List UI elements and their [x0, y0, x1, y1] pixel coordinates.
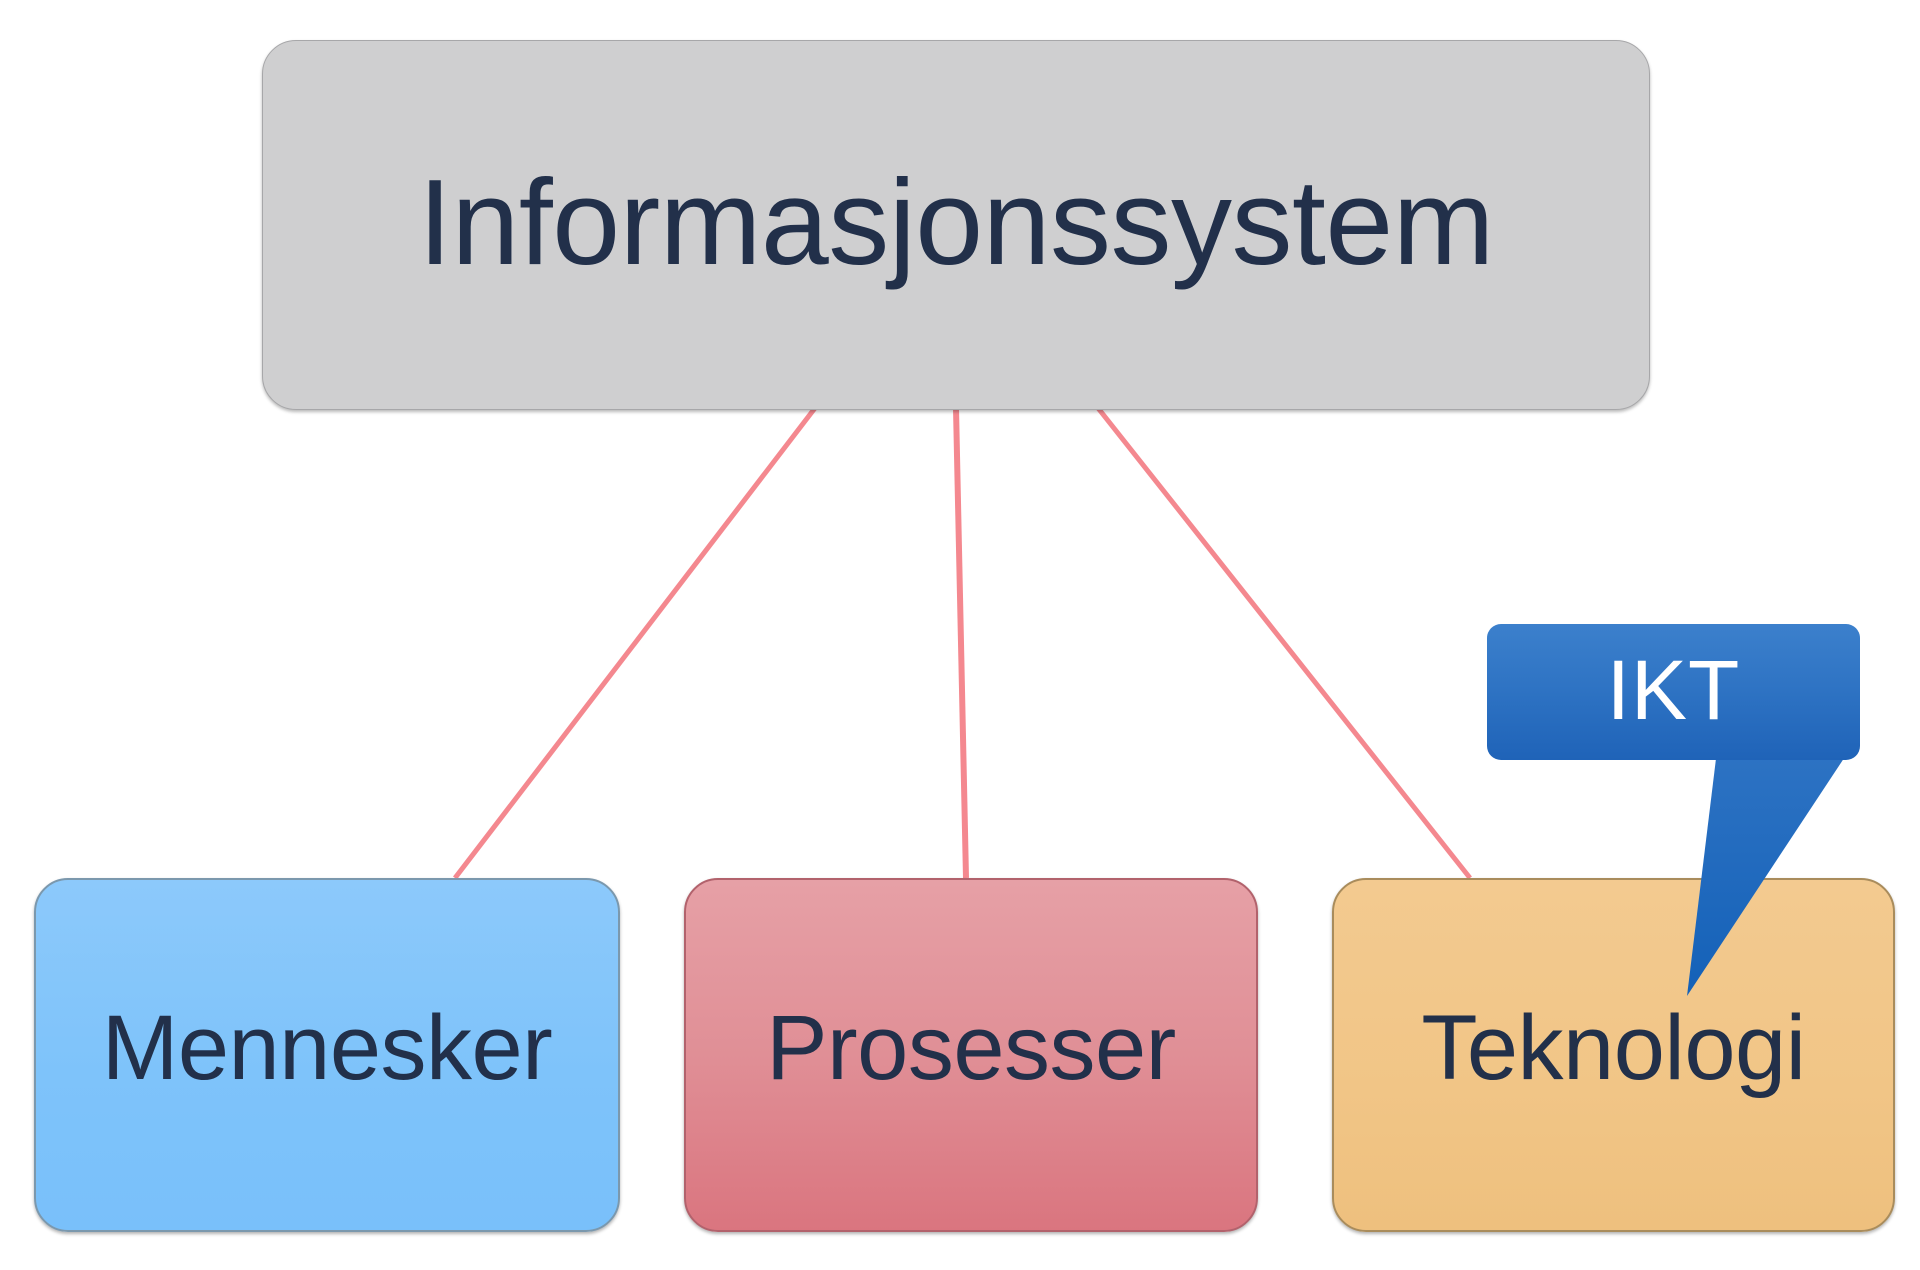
node-informasjonssystem-label: Informasjonssystem — [418, 154, 1494, 290]
callout-ikt-bubble[interactable]: IKT — [1487, 624, 1860, 760]
callout-ikt[interactable]: IKT — [1487, 624, 1860, 996]
node-mennesker[interactable]: Mennesker — [34, 878, 620, 1232]
callout-ikt-label: IKT — [1606, 643, 1741, 737]
node-informasjonssystem[interactable]: Informasjonssystem — [262, 40, 1650, 410]
node-teknologi-label: Teknologi — [1421, 997, 1806, 1099]
node-prosesser-label: Prosesser — [766, 997, 1176, 1099]
connector-root-to-prosesser — [953, 407, 969, 879]
connector-root-to-teknologi — [1096, 406, 1472, 880]
node-teknologi[interactable]: Teknologi — [1332, 878, 1895, 1232]
node-prosesser[interactable]: Prosesser — [684, 878, 1258, 1232]
connector-root-to-mennesker — [453, 406, 817, 880]
node-mennesker-label: Mennesker — [101, 997, 553, 1099]
callout-tail-icon — [1687, 734, 1860, 996]
